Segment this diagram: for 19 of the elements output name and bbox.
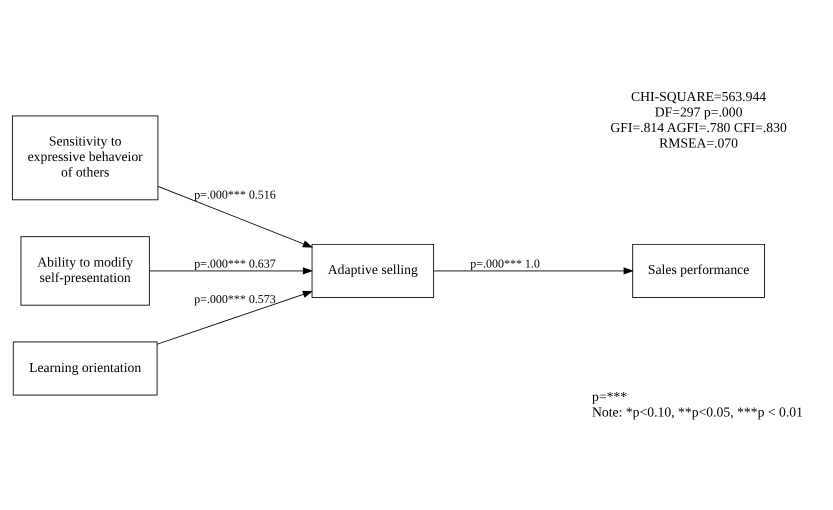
label: DF=297 p=.000 [654,104,742,120]
arrow [433,266,634,274]
label: p=*** [592,388,628,404]
node-box: Learning orientation [12,341,158,395]
edge-label: p=.000*** 1.0 [470,256,540,270]
node-box: Sensitivity to expressive behaveior of others [12,115,158,200]
label: RMSEA=.070 [659,134,738,150]
node-box: Ability to modify self-presentation [20,236,150,306]
arrow [157,290,314,344]
node-box: Adaptive selling [312,243,434,298]
edge-label: p=.000*** 0.637 [194,256,276,270]
arrow [149,266,314,274]
edge-label: p=.000*** 0.573 [194,291,276,306]
node-box: Sales performance [632,243,765,298]
label: Note: *p<0.10, **p<0.05, ***p < 0.01 [592,404,803,419]
edge-label: p=.000*** 0.516 [194,186,276,201]
label: GFI=.814 AGFI=.780 CFI=.830 [610,120,787,135]
arrow [158,185,314,248]
label: CHI-SQUARE=563.944 [631,88,766,104]
